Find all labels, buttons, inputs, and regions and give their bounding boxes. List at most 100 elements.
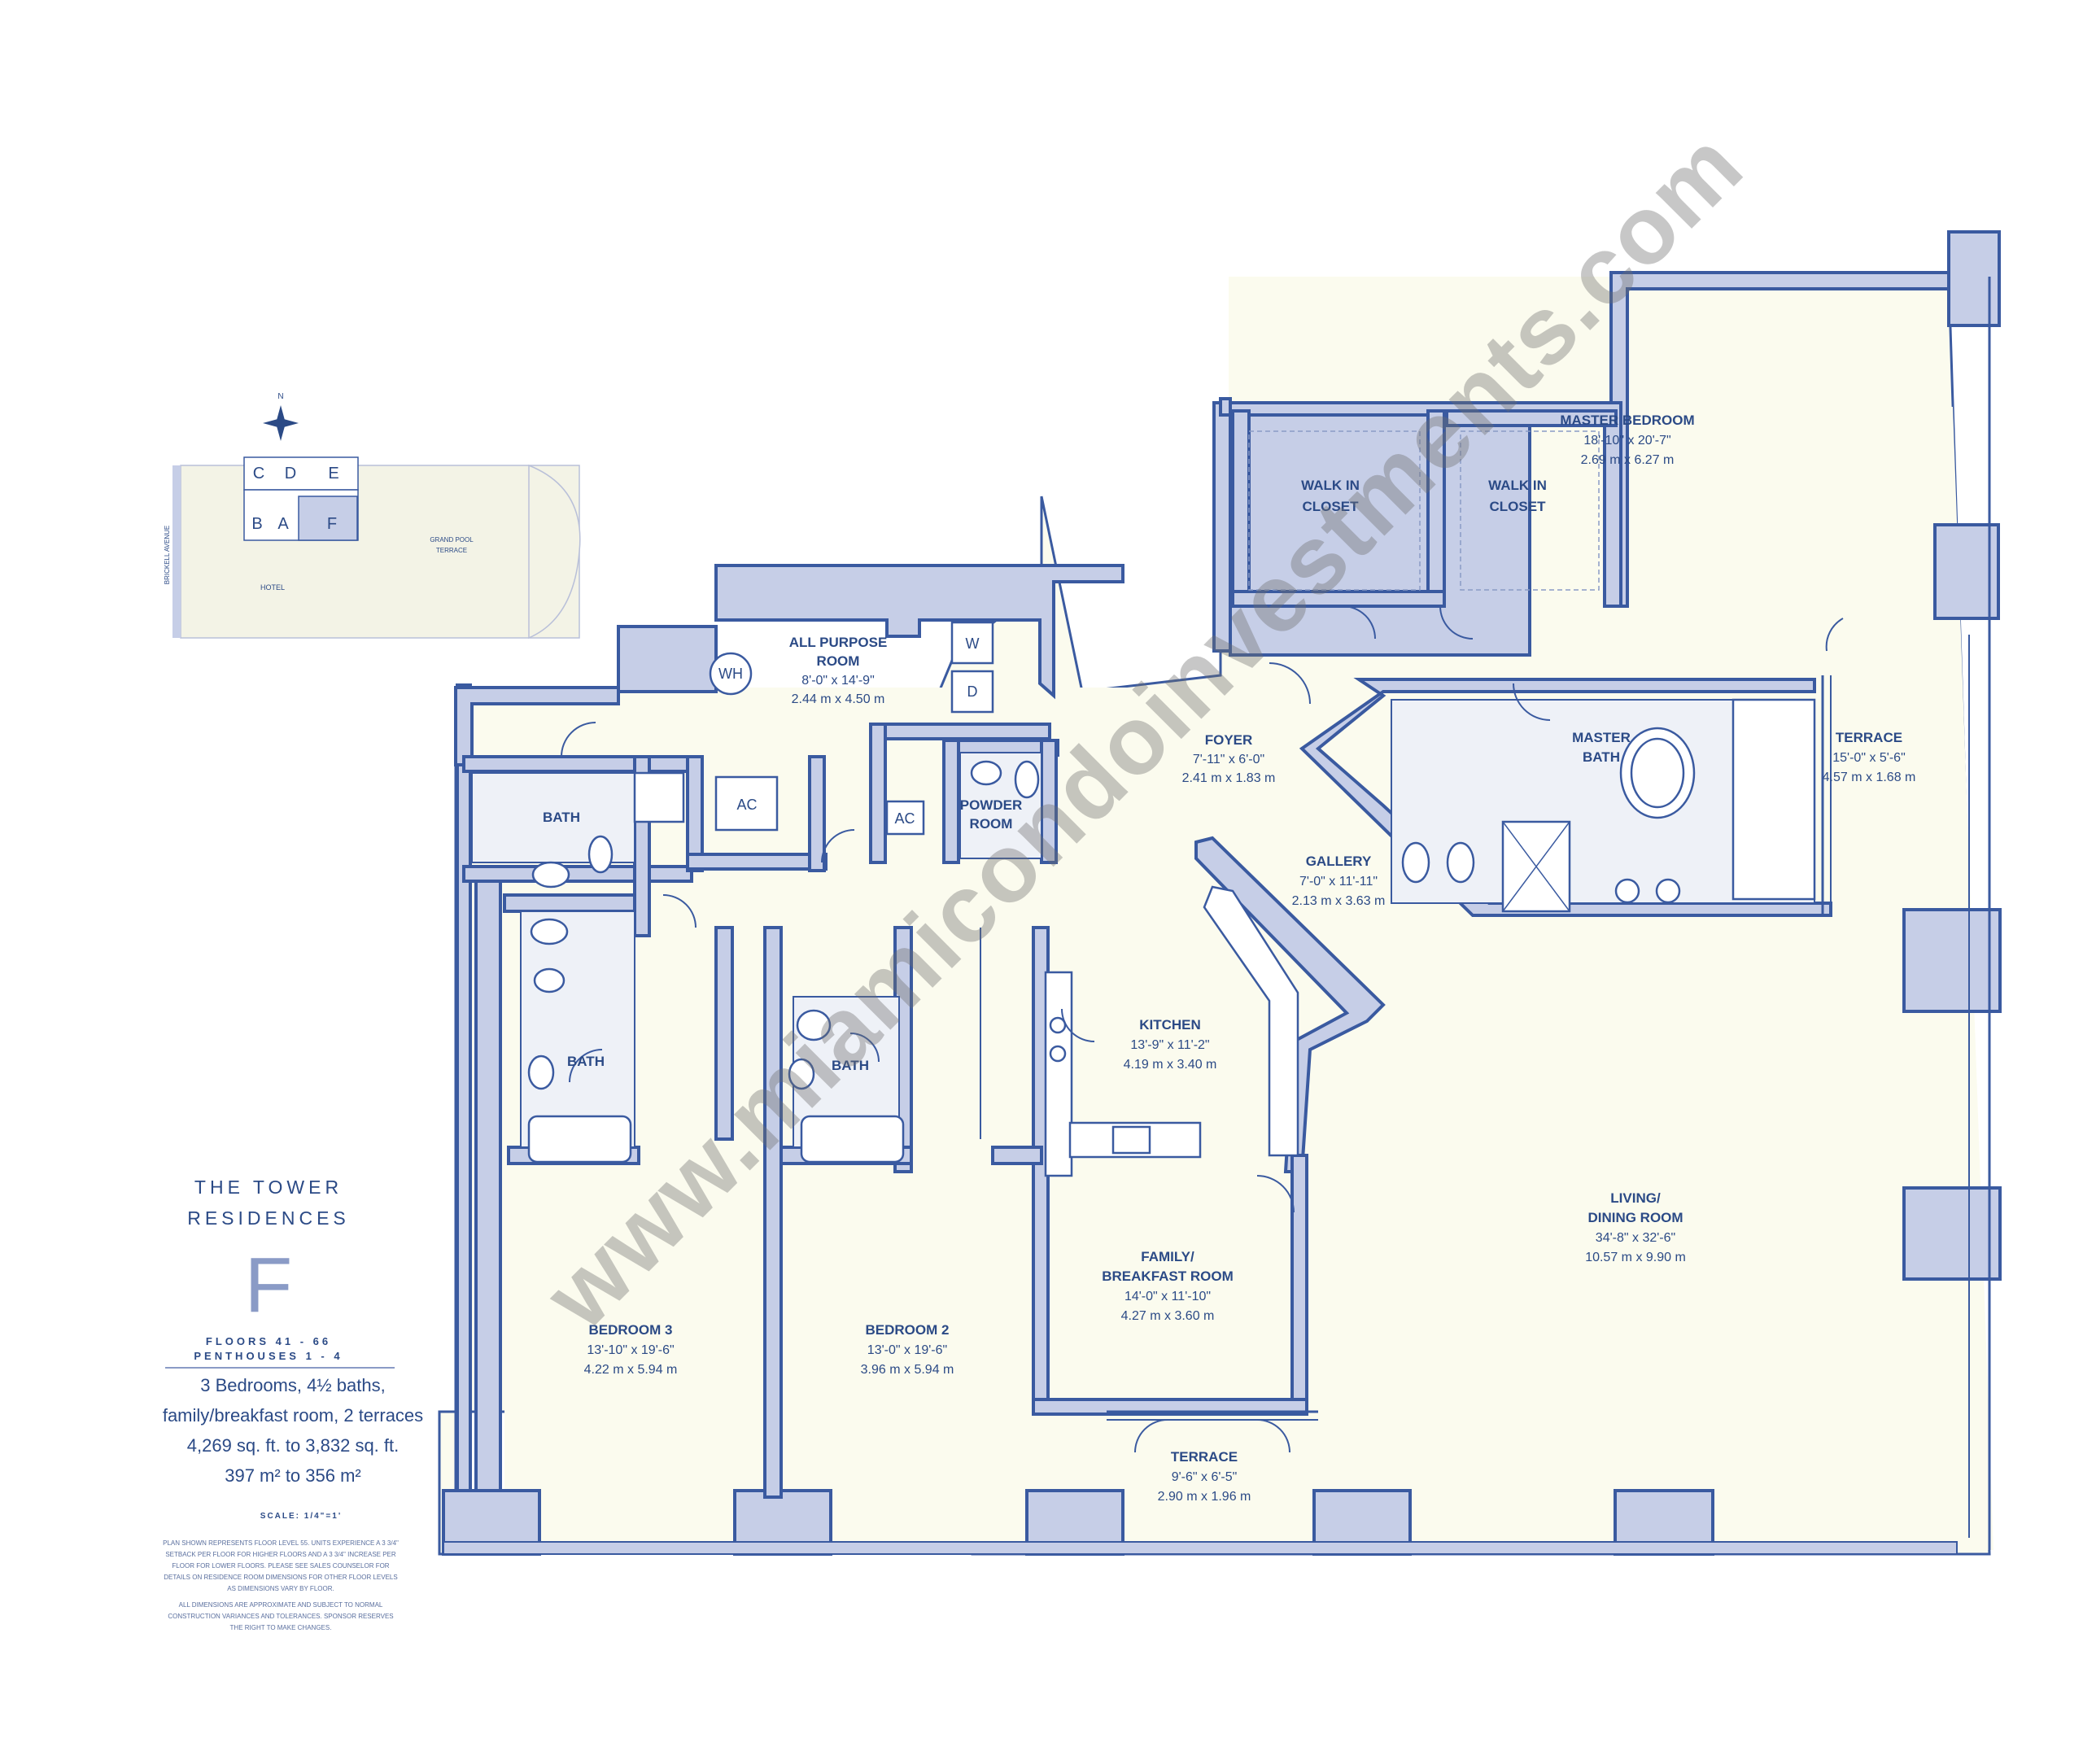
vanity-icon [1731,698,1816,901]
key-unit-a: A [277,515,289,533]
powder-room-name-1: POWDER [960,797,1023,813]
key-unit-d: D [285,465,296,482]
key-unit-e: E [328,465,338,482]
cooktop-icon [1049,1045,1067,1063]
description-line-1: 3 Bedrooms, 4½ baths, [200,1375,386,1395]
cooktop-icon [1049,1016,1067,1034]
disclaimer-2: ALL DIMENSIONS ARE APPROXIMATE AND SUBJE… [168,1601,394,1631]
dryer-box [950,670,994,714]
bath-a-name: BATH [543,810,580,825]
all-purpose-room-dim-m: 2.44 m x 4.50 m [792,692,885,706]
bath-b-name: BATH [567,1054,605,1069]
kitchen-counter [1044,971,1073,1177]
toilet-icon [587,835,614,874]
bedroom-2-dim-m: 3.96 m x 5.94 m [861,1363,954,1377]
column-e2 [1902,908,2002,1013]
fixture-labels: WH W D AC AC [718,635,980,827]
sink-icon [531,861,570,889]
brand-title: THE TOWER RESIDENCES [146,1172,391,1233]
kitchen-sink-icon [1111,1125,1151,1155]
terrace-east-dim-ft: 15'-0" x 5'-6" [1832,751,1906,765]
key-plan-tower: C D E B A F [243,456,359,541]
info-divider [165,1367,395,1369]
terrace-south-dim-ft: 9'-6" x 6'-5" [1172,1470,1238,1484]
powder-room-name-2: ROOM [970,816,1013,832]
key-hotel-label: HOTEL [260,583,285,592]
toilet-icon [1014,760,1040,799]
description-line-2: family/breakfast room, 2 terraces [162,1405,424,1426]
walk-in-closet-1-name-2: CLOSET [1303,499,1360,514]
toilet-icon [1401,841,1430,884]
bedroom-3-dim-ft: 13'-10" x 19'-6" [587,1343,674,1357]
family-room-name-1: FAMILY/ [1141,1249,1194,1264]
closet-shelving [1248,430,1421,591]
column-ne [1947,230,2001,327]
door-swings [561,605,1844,1453]
gallery-name: GALLERY [1306,854,1372,869]
bath-c-name: BATH [832,1058,869,1073]
sink-icon [1614,878,1640,904]
bedroom-3-name: BEDROOM 3 [589,1322,673,1338]
kitchen-name: KITCHEN [1139,1017,1201,1033]
floors-info: FLOORS 41 - 66 PENTHOUSES 1 - 4 [146,1334,391,1364]
ac-unit-box [714,775,779,832]
north-arrow-icon: N [263,392,299,441]
bidet-icon [1446,841,1475,884]
all-purpose-room-name-1: ALL PURPOSE [789,635,888,650]
master-bedroom-dim-m: 2.69 m x 6.27 m [1581,453,1675,467]
ac-label-1: AC [736,797,757,813]
floors-line: FLOORS 41 - 66 [205,1335,332,1347]
washer-box [950,621,994,665]
shower-icon [633,771,685,823]
bedroom-2-dim-ft: 13'-0" x 19'-6" [867,1343,947,1357]
bedroom-3-dim-m: 4.22 m x 5.94 m [584,1363,678,1377]
column-e3 [1902,1186,2002,1281]
bathtub-icon [527,1115,632,1164]
key-plan-pool-edge [528,464,581,640]
brand-title-line-2: RESIDENCES [187,1207,350,1229]
family-room-dim-ft: 14'-0" x 11'-10" [1124,1290,1211,1303]
gallery-dim-m: 2.13 m x 3.63 m [1292,894,1386,908]
washer-label: W [966,635,980,652]
exterior-walls [442,230,2002,1556]
all-purpose-room-name-2: ROOM [817,653,860,669]
dryer-label: D [967,683,978,700]
terrace-east-name: TERRACE [1836,730,1902,745]
penthouses-line: PENTHOUSES 1 - 4 [194,1350,343,1362]
key-plan-unit-f-highlight [298,496,358,541]
scale-note: SCALE: 1/4"=1' [260,1512,343,1521]
bedroom-2-name: BEDROOM 2 [866,1322,950,1338]
master-bedroom-dim-ft: 18'-10" x 20'-7" [1583,434,1670,448]
foyer-dim-m: 2.41 m x 1.83 m [1182,771,1276,785]
master-bath-name-1: MASTER [1572,730,1631,745]
ac-label-2: AC [894,810,915,827]
key-unit-c: C [253,465,264,482]
foyer-name: FOYER [1205,732,1253,748]
key-plan: C D E B A F HOTEL GRAND POOL TERRACE BRI… [164,392,581,640]
terrace-east-dim-m: 4.57 m x 1.68 m [1823,771,1916,784]
ac-unit-box [885,800,925,836]
bath-b-tile [520,910,635,1148]
key-plan-street [172,465,181,638]
living-dining-dim-m: 10.57 m x 9.90 m [1585,1251,1686,1264]
kitchen-dim-m: 4.19 m x 3.40 m [1124,1058,1217,1072]
toilet-icon [530,918,569,945]
unit-letter: F [244,1242,293,1329]
kitchen-counter-diagonal [1203,885,1299,1157]
key-street-label: BRICKELL AVENUE [164,526,171,584]
terrace-south-dim-m: 2.90 m x 1.96 m [1158,1490,1251,1504]
closet-shelving [1460,430,1600,591]
living-dining-dim-ft: 34'-8" x 32'-6" [1596,1231,1675,1245]
sink-icon [1655,878,1681,904]
disclaimer: PLAN SHOWN REPRESENTS FLOOR LEVEL 55. UN… [163,1538,399,1634]
kitchen-dim-ft: 13'-9" x 11'-2" [1130,1038,1209,1052]
walk-in-closet-2-name-1: WALK IN [1488,478,1547,493]
north-label: N [277,392,283,401]
room-labels: MASTER BEDROOM 18'-10" x 20'-7" 2.69 m x… [543,413,1915,1504]
sink-icon [788,1058,815,1090]
all-purpose-room-dim-ft: 8'-0" x 14'-9" [801,674,875,688]
master-bedroom-name: MASTER BEDROOM [1560,413,1694,428]
brand-title-line-1: THE TOWER [194,1177,343,1198]
key-unit-f: F [327,515,337,533]
